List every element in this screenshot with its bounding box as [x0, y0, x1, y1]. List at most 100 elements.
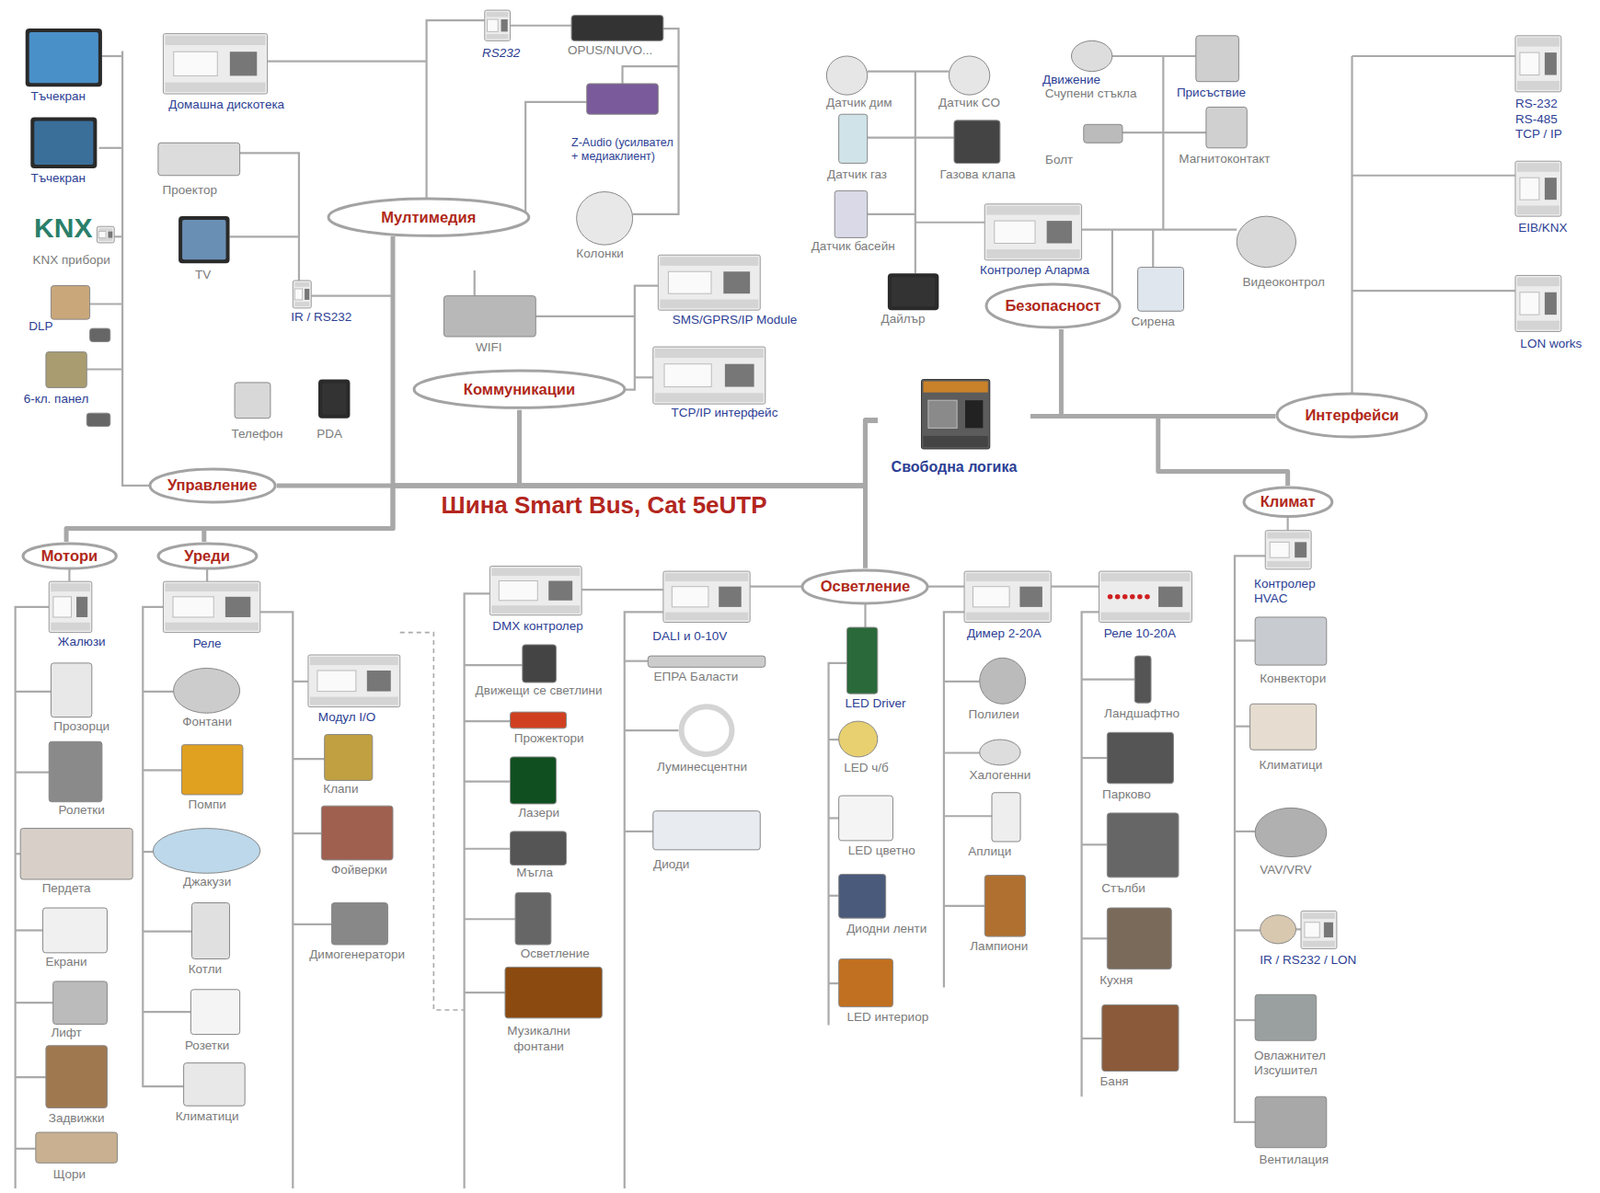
device-caption: Движение — [1042, 71, 1101, 87]
device-icon — [46, 1046, 108, 1109]
category-title: Осветление — [820, 577, 911, 596]
wire-line — [943, 815, 992, 818]
device-caption: Джакузи — [183, 874, 231, 890]
wire-line — [142, 769, 182, 772]
wire-line — [535, 315, 635, 318]
device-icon — [1196, 35, 1240, 82]
wire-line — [943, 751, 980, 754]
device-caption: Лазери — [517, 805, 560, 821]
device-icon — [657, 254, 760, 311]
wire-line — [867, 137, 955, 139]
bus-connector — [519, 410, 878, 486]
device-icon — [190, 989, 240, 1036]
device-caption: Диодни ленти — [846, 921, 927, 937]
wire-line — [943, 905, 985, 908]
device-caption: Овлажнител Изсушител — [1254, 1048, 1336, 1079]
device-icon — [653, 811, 760, 851]
device-caption: SMS/GPRS/IP Module — [672, 312, 798, 328]
wire-line — [292, 758, 324, 760]
category-ellipse: Коммуникации — [412, 368, 627, 410]
device-caption: DALI и 0-10V — [652, 629, 727, 645]
device-icon — [1106, 908, 1172, 970]
device-icon — [522, 644, 557, 683]
device-caption: PDA — [316, 426, 343, 442]
wire-line — [1351, 174, 1515, 177]
device-caption: Видеоконтрол — [1243, 275, 1325, 290]
wire-line — [1234, 725, 1251, 728]
device-icon — [954, 120, 1001, 164]
wire-line — [1234, 830, 1255, 833]
device-icon — [234, 382, 271, 419]
device-caption: KNX прибори — [33, 253, 111, 268]
category-ellipse: Управление — [148, 467, 277, 505]
wire-line — [1296, 928, 1302, 931]
device-icon — [571, 15, 664, 42]
device-caption: Болт — [1045, 152, 1073, 168]
category-title: Безопасност — [1004, 297, 1101, 315]
device-icon — [839, 721, 878, 758]
device-icon — [178, 216, 230, 264]
wire-line — [15, 607, 50, 1189]
wire-line — [828, 895, 840, 898]
wire-line — [267, 59, 427, 62]
device-icon — [839, 874, 887, 919]
device-caption: Луминесцентни — [656, 759, 748, 775]
category-ellipse: Мултимедия — [326, 196, 531, 238]
wire-line — [1234, 639, 1255, 642]
device-caption: Z-Audio (усилвател + медиаклиент) — [571, 136, 674, 164]
wire-line — [1151, 230, 1154, 268]
category-ellipse: Климат — [1242, 485, 1335, 518]
device-icon — [46, 352, 87, 389]
device-caption: Прозорци — [53, 719, 110, 735]
wire-line — [310, 295, 393, 298]
wire-line — [1082, 843, 1108, 846]
device-caption: Щори — [53, 1166, 86, 1182]
device-caption: TV — [195, 267, 211, 283]
wire-line — [867, 70, 950, 73]
wire-line — [15, 929, 44, 932]
device-icon — [43, 908, 108, 954]
logo-text: KNX — [34, 211, 93, 245]
device-caption: Магнитоконтакт — [1178, 151, 1270, 167]
wire-line — [1234, 1019, 1255, 1022]
device-caption: Кухня — [1099, 973, 1133, 989]
device-caption: RS232 — [482, 46, 520, 61]
category-ellipse: Интерфейси — [1275, 391, 1428, 439]
wire-line — [1082, 679, 1136, 681]
device-caption: Музикални фонтани — [500, 1024, 577, 1054]
device-caption: Конвектори — [1259, 670, 1326, 686]
device-caption: DMX контролер — [492, 619, 584, 634]
wire-line — [292, 923, 332, 926]
device-caption: Датчик дим — [826, 95, 892, 111]
device-icon — [35, 1132, 118, 1163]
device-icon — [30, 117, 97, 169]
device-icon — [979, 739, 1021, 766]
wire-line — [15, 1001, 54, 1004]
device-caption: Тъчекран — [30, 89, 86, 104]
device-icon — [489, 566, 582, 616]
device-caption: Помпи — [187, 797, 226, 813]
device-caption: ЕПРА Баласти — [653, 669, 738, 685]
device-caption: Лампиони — [969, 939, 1028, 955]
device-caption: Парково — [1102, 787, 1152, 803]
device-caption: Клапи — [322, 782, 358, 797]
device-caption: IR / RS232 — [290, 310, 352, 325]
wire-line — [914, 71, 917, 275]
wire-line — [142, 851, 153, 853]
wire-line — [260, 611, 293, 1189]
device-icon — [50, 286, 90, 321]
device-caption: Датчик газ — [827, 167, 887, 183]
wire-line — [1350, 56, 1353, 415]
device-caption: Дайлър — [880, 311, 925, 327]
device-caption: LED интериор — [847, 1010, 930, 1025]
device-icon — [1515, 275, 1562, 332]
device-caption: Ландшафтно — [1104, 706, 1180, 722]
device-caption: WIFI — [475, 340, 503, 356]
device-caption: Климатици — [175, 1109, 240, 1125]
device-icon — [321, 805, 393, 861]
bus-connector — [276, 420, 878, 486]
device-caption: Домашна дискотека — [168, 97, 285, 113]
device-icon — [1083, 124, 1123, 143]
